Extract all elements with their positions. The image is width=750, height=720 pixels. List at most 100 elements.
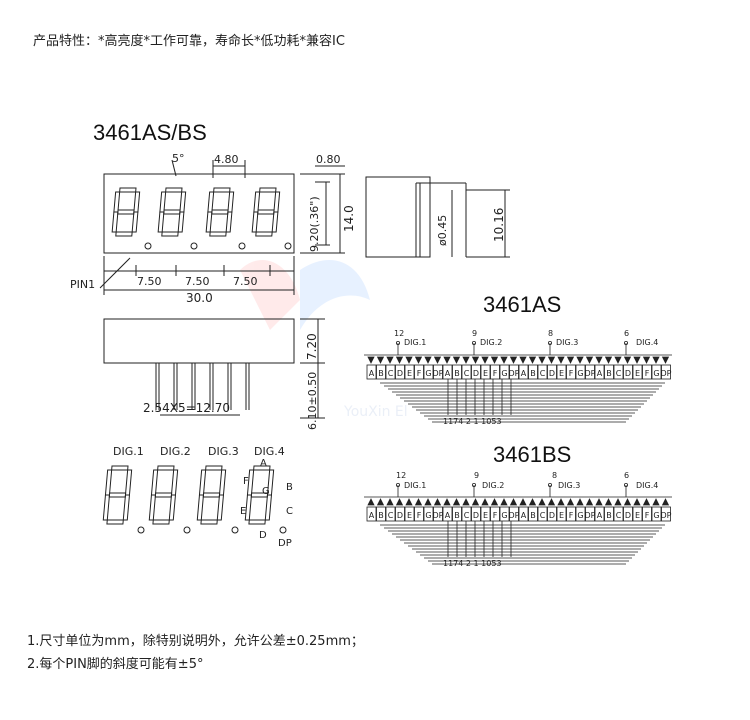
diode	[661, 498, 670, 506]
segment-letter: B	[378, 511, 384, 520]
diode	[557, 356, 565, 364]
pin-dot	[395, 482, 400, 487]
segment-letter: F	[417, 369, 422, 378]
note-2: 2.每个PIN脚的斜度可能有±5°	[27, 657, 204, 672]
segment-letter: F	[569, 511, 574, 520]
segment	[205, 211, 213, 233]
segment-letter: B	[530, 369, 536, 378]
dim-height-inner: 9.20(.36")	[308, 196, 321, 252]
segment-letter: E	[635, 369, 640, 378]
segment-letter: C	[616, 369, 622, 378]
segment-box	[556, 364, 567, 380]
segment-box	[423, 364, 434, 380]
segment-box	[518, 506, 529, 522]
segment-letter: G	[577, 369, 583, 378]
segment-box	[395, 364, 405, 380]
segment-letter: D	[397, 511, 403, 520]
pin-dot	[548, 340, 553, 345]
segment	[122, 494, 131, 521]
circuit-bs: 12 9 8 6 DIG.1 DIG.2 DIG.3 DIG.4 1174 2 …	[364, 471, 672, 568]
segment-letter: G	[425, 369, 431, 378]
segment-letter: B	[454, 511, 460, 520]
dim-side-height: 10.16	[492, 208, 506, 242]
diode	[633, 498, 641, 506]
segment-letter: A	[445, 511, 451, 520]
front-dp	[238, 242, 246, 250]
segment-letter: D	[473, 369, 479, 378]
segment	[271, 211, 279, 233]
segment-letter: F	[569, 369, 574, 378]
segment-box	[376, 506, 386, 522]
pin-dot	[471, 340, 476, 345]
diode	[386, 498, 394, 506]
segment-letter: G	[501, 511, 507, 520]
seg-label-c: C	[286, 506, 293, 517]
diode	[462, 356, 470, 364]
diode	[614, 356, 622, 364]
dim-pitch-2: 7.50	[185, 275, 210, 288]
segment	[213, 187, 231, 193]
segment	[163, 209, 181, 215]
diode	[395, 356, 404, 364]
segment-letter: F	[493, 369, 498, 378]
bs-dig-4: DIG.4	[636, 481, 658, 490]
diode	[538, 498, 546, 506]
segment-letter: G	[425, 511, 431, 520]
segment-letter: A	[445, 369, 451, 378]
seg-dig-1: DIG.1	[113, 445, 144, 458]
bs-dig-3: DIG.3	[558, 481, 580, 490]
as-pin-9: 9	[472, 329, 477, 338]
segment-box	[442, 506, 453, 522]
diode	[585, 356, 594, 364]
segment-letter: G	[577, 511, 583, 520]
diode	[490, 498, 499, 506]
segment	[168, 494, 177, 521]
segment	[154, 492, 173, 498]
segment	[157, 465, 175, 471]
segment-box	[547, 506, 557, 522]
seg-digit	[148, 465, 179, 525]
diode	[633, 356, 641, 364]
segment-letter: C	[464, 511, 470, 520]
segment-view: DIG.1 DIG.2 DIG.3 DIG.4 A B C D E F G DP	[102, 445, 293, 549]
diode	[395, 498, 404, 506]
side-view	[365, 176, 510, 258]
segment-box	[404, 364, 415, 380]
segment-box	[604, 364, 614, 380]
segment	[111, 211, 119, 233]
seg-dp	[231, 526, 239, 534]
segment-box	[395, 506, 405, 522]
segment	[211, 209, 229, 215]
as-dig-4: DIG.4	[636, 338, 658, 347]
bs-pin-8: 8	[552, 471, 557, 480]
diode	[471, 498, 480, 506]
as-pin-12: 12	[394, 329, 404, 338]
segment-box	[385, 506, 396, 522]
segment-letter: E	[483, 369, 488, 378]
as-pin-6: 6	[624, 329, 629, 338]
diode	[595, 356, 603, 364]
segment-box	[518, 364, 529, 380]
segment-letter: C	[388, 369, 394, 378]
diode	[509, 498, 518, 506]
segment-letter: B	[454, 369, 460, 378]
circuit-as: 12 9 8 6 DIG.1 DIG.2 DIG.3 DIG.4 1174 2 …	[364, 329, 672, 426]
diode	[604, 498, 613, 506]
diode	[614, 498, 622, 506]
note-1: 1.尺寸单位为mm，除特别说明外，允许公差±0.25mm；	[27, 634, 364, 649]
diode	[452, 356, 461, 364]
segment	[218, 469, 227, 496]
bs-dig-1: DIG.1	[404, 481, 426, 490]
segment-box	[366, 364, 377, 380]
diode	[443, 356, 451, 364]
segment-box	[566, 364, 576, 380]
segment-box	[480, 506, 491, 522]
segment	[259, 187, 277, 193]
diode	[443, 498, 451, 506]
segment-letter: DP	[509, 511, 520, 520]
segment	[264, 494, 273, 521]
dim-pitch-3: 7.50	[233, 275, 258, 288]
segment-letter: D	[625, 511, 631, 520]
dim-pin-pitch: 2.54X5=12.70	[143, 401, 230, 415]
as-pin-8: 8	[548, 329, 553, 338]
